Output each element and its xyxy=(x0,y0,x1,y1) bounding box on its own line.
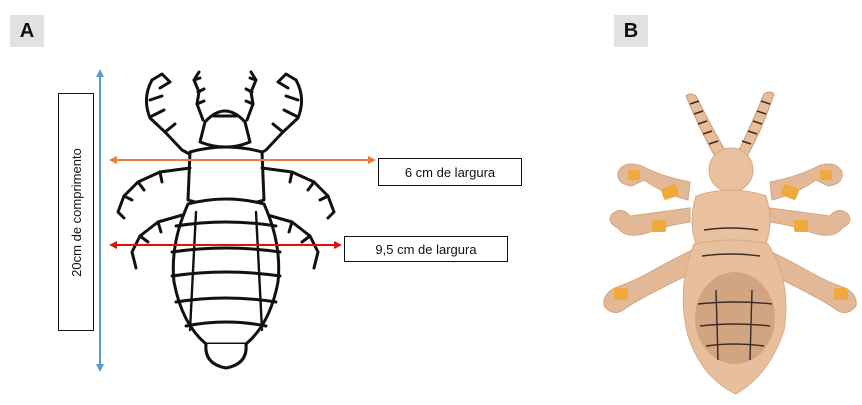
head-width-label: 6 cm de largura xyxy=(378,158,522,186)
louse-diagram-icon xyxy=(118,72,334,368)
felt-louse-photo xyxy=(604,92,856,394)
length-label-box: 20cm de comprimento xyxy=(58,93,94,331)
body-width-label: 9,5 cm de largura xyxy=(344,236,508,262)
length-label: 20cm de comprimento xyxy=(69,148,84,277)
